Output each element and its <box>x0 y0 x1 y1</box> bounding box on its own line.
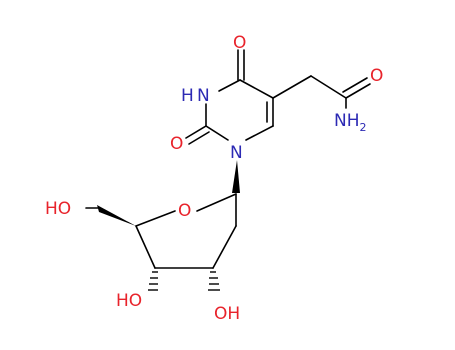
atom-oh2prime: OH <box>214 304 240 324</box>
wedge-n1-c1prime <box>232 160 240 193</box>
atom-nh2: NH2 <box>334 111 367 134</box>
atom-n3-h: H <box>181 86 194 106</box>
bond-c2p-c1p <box>212 225 237 269</box>
atom-ho3prime: HO <box>116 291 142 311</box>
bond-camide-o-double <box>342 77 368 93</box>
hash-c2p-o2p <box>208 271 220 291</box>
atom-o2: O <box>170 134 183 154</box>
bond-c2-o2 <box>185 125 207 139</box>
bond-o4p-c4p <box>135 210 176 227</box>
atom-nh2-main: NH <box>334 111 360 131</box>
bond-c2-o2-double <box>188 131 210 145</box>
atom-nh2-subscript: 2 <box>360 121 367 134</box>
bond-ch2-camide <box>310 75 347 99</box>
atom-o4: O <box>233 33 246 53</box>
bond-c2-n1 <box>205 125 229 141</box>
atom-o-amide: O <box>370 66 383 86</box>
atom-n1: N <box>230 143 243 163</box>
atom-n3: N <box>197 86 210 106</box>
hash-c3p-o3p <box>148 271 158 291</box>
atom-ho5prime: HO <box>45 199 71 219</box>
bond-c4-c5 <box>239 79 274 99</box>
bond-c5-ch2 <box>272 75 312 99</box>
wedge-c4p-c5p <box>97 205 136 226</box>
bond-c1p-o4p <box>196 193 237 212</box>
bond-n1-c6 <box>245 125 274 141</box>
bond-c4p-c3p <box>135 225 156 269</box>
atom-o4prime: O <box>178 201 191 221</box>
bond-camide-o <box>345 83 371 99</box>
bond-c4-n3 <box>218 79 241 92</box>
